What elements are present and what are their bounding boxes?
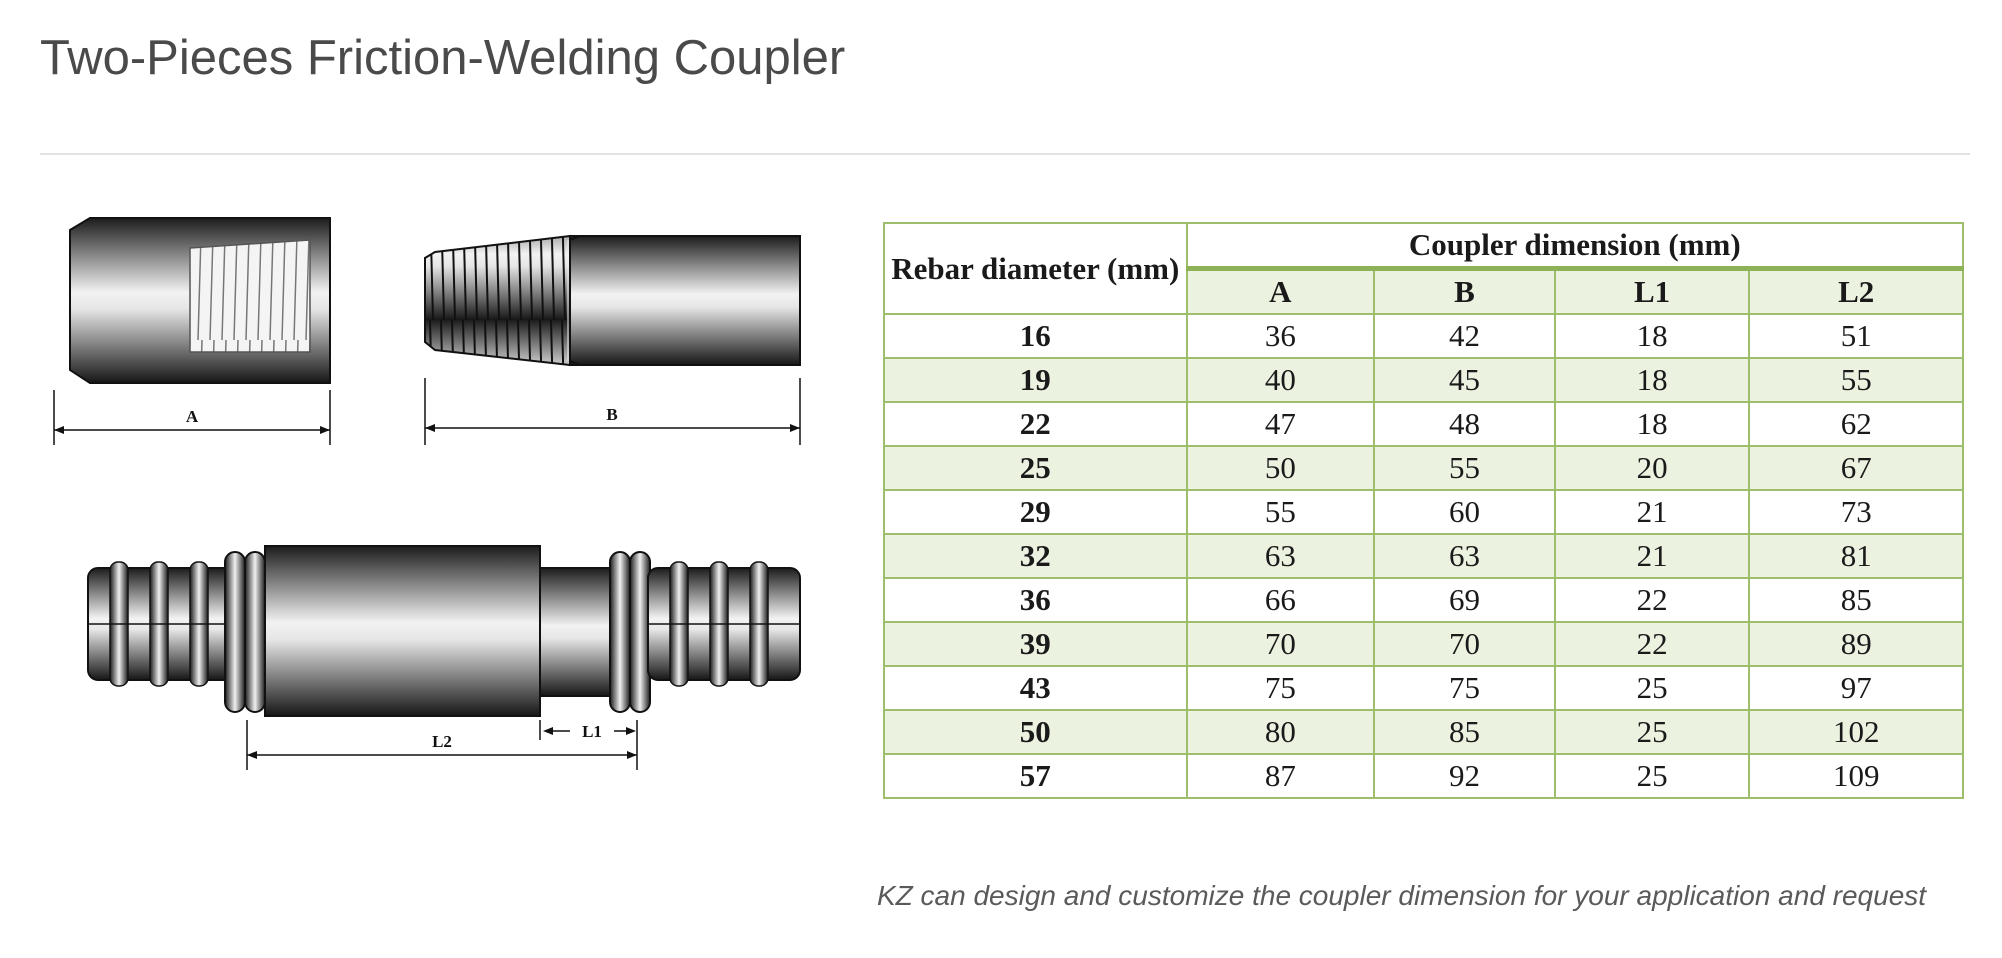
cell-rebar-diameter: 36 — [883, 577, 1188, 623]
cell-rebar-diameter: 22 — [883, 401, 1188, 447]
cell-a: 70 — [1185, 621, 1376, 667]
dim-label-l1: L1 — [582, 722, 602, 741]
cell-rebar-diameter: 19 — [883, 357, 1188, 403]
column-header-l2: L2 — [1748, 267, 1964, 315]
cell-l1: 18 — [1553, 357, 1751, 403]
table-row: 32 63 63 21 81 — [883, 533, 1964, 579]
table-row: 16 36 42 18 51 — [883, 313, 1964, 359]
cell-a: 55 — [1185, 489, 1376, 535]
cell-b: 69 — [1373, 577, 1556, 623]
cell-l1: 22 — [1553, 621, 1751, 667]
cell-rebar-diameter: 25 — [883, 445, 1188, 491]
cell-l1: 21 — [1553, 489, 1751, 535]
table-row: 57 87 92 25 109 — [883, 753, 1964, 799]
table-row: 39 70 70 22 89 — [883, 621, 1964, 667]
cell-a: 63 — [1185, 533, 1376, 579]
column-header-b: B — [1373, 267, 1556, 315]
cell-a: 47 — [1185, 401, 1376, 447]
column-header-l1: L1 — [1553, 267, 1751, 315]
cell-l1: 22 — [1553, 577, 1751, 623]
cell-l2: 102 — [1748, 709, 1964, 755]
table-row: 50 80 85 25 102 — [883, 709, 1964, 755]
table-row: 25 50 55 20 67 — [883, 445, 1964, 491]
cell-b: 85 — [1373, 709, 1556, 755]
page-title: Two-Pieces Friction-Welding Coupler — [40, 31, 846, 85]
title-divider — [40, 153, 1970, 155]
cell-rebar-diameter: 50 — [883, 709, 1188, 755]
cell-l2: 81 — [1748, 533, 1964, 579]
dim-label-l2: L2 — [432, 732, 452, 751]
cell-b: 75 — [1373, 665, 1556, 711]
cell-l1: 25 — [1553, 665, 1751, 711]
part-a-drawing: A — [53, 217, 331, 445]
cell-l2: 73 — [1748, 489, 1964, 535]
cell-rebar-diameter: 16 — [883, 313, 1188, 359]
cell-l2: 85 — [1748, 577, 1964, 623]
cell-l1: 25 — [1553, 709, 1751, 755]
cell-l1: 18 — [1553, 401, 1751, 447]
cell-l1: 21 — [1553, 533, 1751, 579]
coupler-dimension-table: Rebar diameter (mm) Coupler dimension (m… — [883, 222, 1965, 799]
column-header-a: A — [1185, 267, 1376, 315]
table-row: 36 66 69 22 85 — [883, 577, 1964, 623]
dim-label-a: A — [186, 407, 199, 426]
cell-b: 63 — [1373, 533, 1556, 579]
cell-a: 50 — [1185, 445, 1376, 491]
cell-a: 75 — [1185, 665, 1376, 711]
customization-note: KZ can design and customize the coupler … — [877, 880, 1927, 911]
table-row: 29 55 60 21 73 — [883, 489, 1964, 535]
dim-label-b: B — [606, 405, 617, 424]
cell-rebar-diameter: 43 — [883, 665, 1188, 711]
cell-b: 42 — [1373, 313, 1556, 359]
cell-a: 40 — [1185, 357, 1376, 403]
cell-rebar-diameter: 29 — [883, 489, 1188, 535]
cell-rebar-diameter: 32 — [883, 533, 1188, 579]
cell-rebar-diameter: 57 — [883, 753, 1188, 799]
cell-l2: 55 — [1748, 357, 1964, 403]
coupler-technical-drawing: A B — [53, 217, 801, 770]
cell-l2: 89 — [1748, 621, 1964, 667]
cell-rebar-diameter: 39 — [883, 621, 1188, 667]
header-rebar-diameter: Rebar diameter (mm) — [883, 222, 1188, 315]
cell-a: 66 — [1185, 577, 1376, 623]
cell-l1: 20 — [1553, 445, 1751, 491]
cell-l2: 62 — [1748, 401, 1964, 447]
cell-a: 80 — [1185, 709, 1376, 755]
cell-b: 70 — [1373, 621, 1556, 667]
cell-l1: 25 — [1553, 753, 1751, 799]
cell-b: 60 — [1373, 489, 1556, 535]
cell-b: 48 — [1373, 401, 1556, 447]
cell-b: 55 — [1373, 445, 1556, 491]
cell-l2: 109 — [1748, 753, 1964, 799]
table-row: 43 75 75 25 97 — [883, 665, 1964, 711]
table-row: 19 40 45 18 55 — [883, 357, 1964, 403]
cell-l2: 97 — [1748, 665, 1964, 711]
header-coupler-dimension: Coupler dimension (mm) — [1185, 222, 1965, 271]
cell-b: 92 — [1373, 753, 1556, 799]
table-row: 22 47 48 18 62 — [883, 401, 1964, 447]
cell-l2: 67 — [1748, 445, 1964, 491]
cell-l2: 51 — [1748, 313, 1964, 359]
assembled-coupler-drawing: L2 L1 — [87, 545, 801, 770]
cell-a: 87 — [1185, 753, 1376, 799]
cell-b: 45 — [1373, 357, 1556, 403]
cell-l1: 18 — [1553, 313, 1751, 359]
part-b-drawing: B — [424, 234, 801, 445]
cell-a: 36 — [1185, 313, 1376, 359]
